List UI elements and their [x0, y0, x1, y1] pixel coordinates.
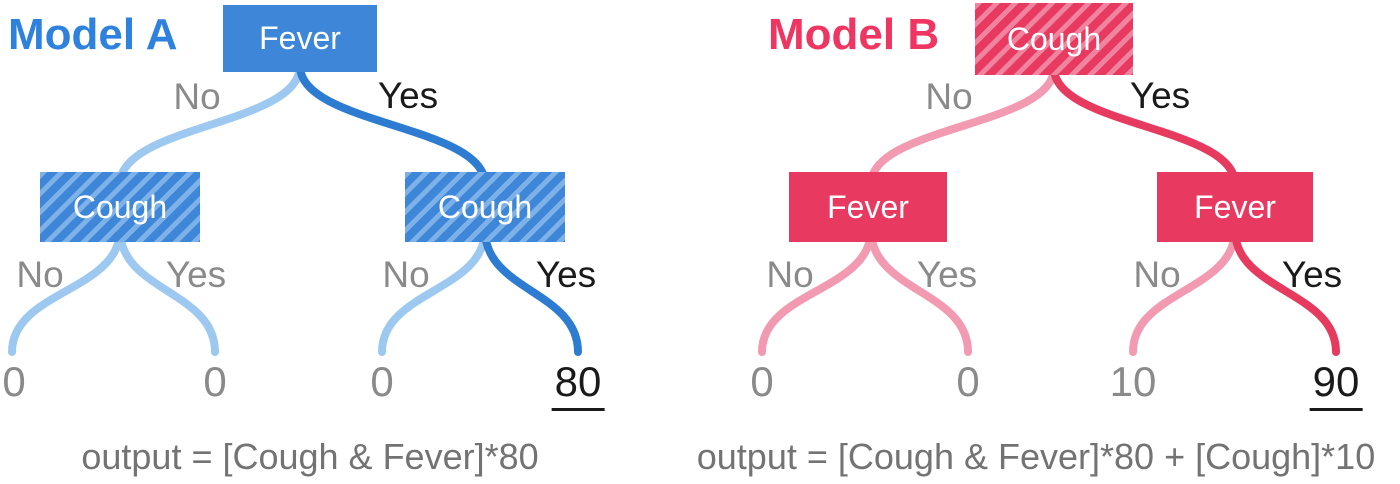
model-a-branch-left-no — [8, 226, 124, 356]
model-a-leaf-3: 0 — [370, 358, 394, 405]
model-a-left-node-label: Cough — [72, 188, 168, 225]
model-b-root-node: Cough — [975, 3, 1133, 75]
model-b-branch-root-no — [867, 64, 1058, 188]
model-b-right-no-label: No — [1133, 254, 1181, 295]
model-b-root-no-label: No — [925, 76, 973, 117]
model-a-title: Model A — [8, 10, 178, 59]
model-b-leaf-1: 0 — [750, 358, 774, 405]
model-b-leaf-2: 0 — [956, 358, 980, 405]
model-a-root-node-label: Fever — [259, 20, 341, 56]
model-b-right-node-label: Fever — [1194, 188, 1276, 225]
model-a-output-formula: output = [Cough & Fever]*80 — [81, 436, 539, 477]
model-a-right-no-label: No — [382, 254, 430, 295]
model-a-root-yes-label: Yes — [377, 75, 439, 116]
model-a-branch-right-yes — [481, 226, 582, 356]
model-a-branch-left-yes — [116, 226, 219, 356]
model-b-root-yes-label: Yes — [1129, 75, 1191, 116]
model-b-left-no-label: No — [766, 254, 814, 295]
model-a-leaf-4: 80 — [551, 358, 605, 411]
model-a-left-yes-label: Yes — [165, 254, 227, 295]
model-b-left-yes-label: Yes — [916, 254, 978, 295]
model-a-right-yes-label: Yes — [535, 254, 597, 295]
model-b-branch-left-no — [758, 226, 875, 356]
model-a-branch-root-no — [116, 62, 304, 188]
model-b-branch-root-yes — [1050, 64, 1239, 188]
model-a-left-node: Cough — [40, 172, 200, 242]
model-b-left-node: Fever — [789, 172, 947, 242]
model-b-output-formula: output = [Cough & Fever]*80 + [Cough]*10 — [696, 436, 1376, 477]
model-a-root-node: Fever — [223, 5, 377, 72]
model-b-leaf-3: 10 — [1109, 358, 1157, 405]
model-b-branch-left-yes — [867, 226, 972, 356]
model-a-leaf-2: 0 — [203, 358, 227, 405]
model-b-leaf-4: 90 — [1309, 358, 1363, 411]
model-b-title: Model B — [768, 10, 940, 59]
model-a-right-node: Cough — [405, 172, 565, 242]
model-a-branch-right-no — [378, 226, 489, 356]
model-b-branch-right-yes — [1231, 226, 1340, 356]
model-b-right-yes-label: Yes — [1281, 254, 1343, 295]
model-b-right-node: Fever — [1157, 172, 1313, 242]
model-b-root-node-label: Cough — [1006, 20, 1102, 57]
model-a-root-no-label: No — [173, 76, 221, 117]
model-b-left-node-label: Fever — [827, 188, 909, 225]
model-a-leaf-1: 0 — [2, 358, 26, 405]
model-a-left-no-label: No — [16, 254, 64, 295]
model-a-branch-root-yes — [296, 62, 489, 188]
model-a-right-node-label: Cough — [437, 188, 533, 225]
model-b-branch-right-no — [1129, 226, 1239, 356]
